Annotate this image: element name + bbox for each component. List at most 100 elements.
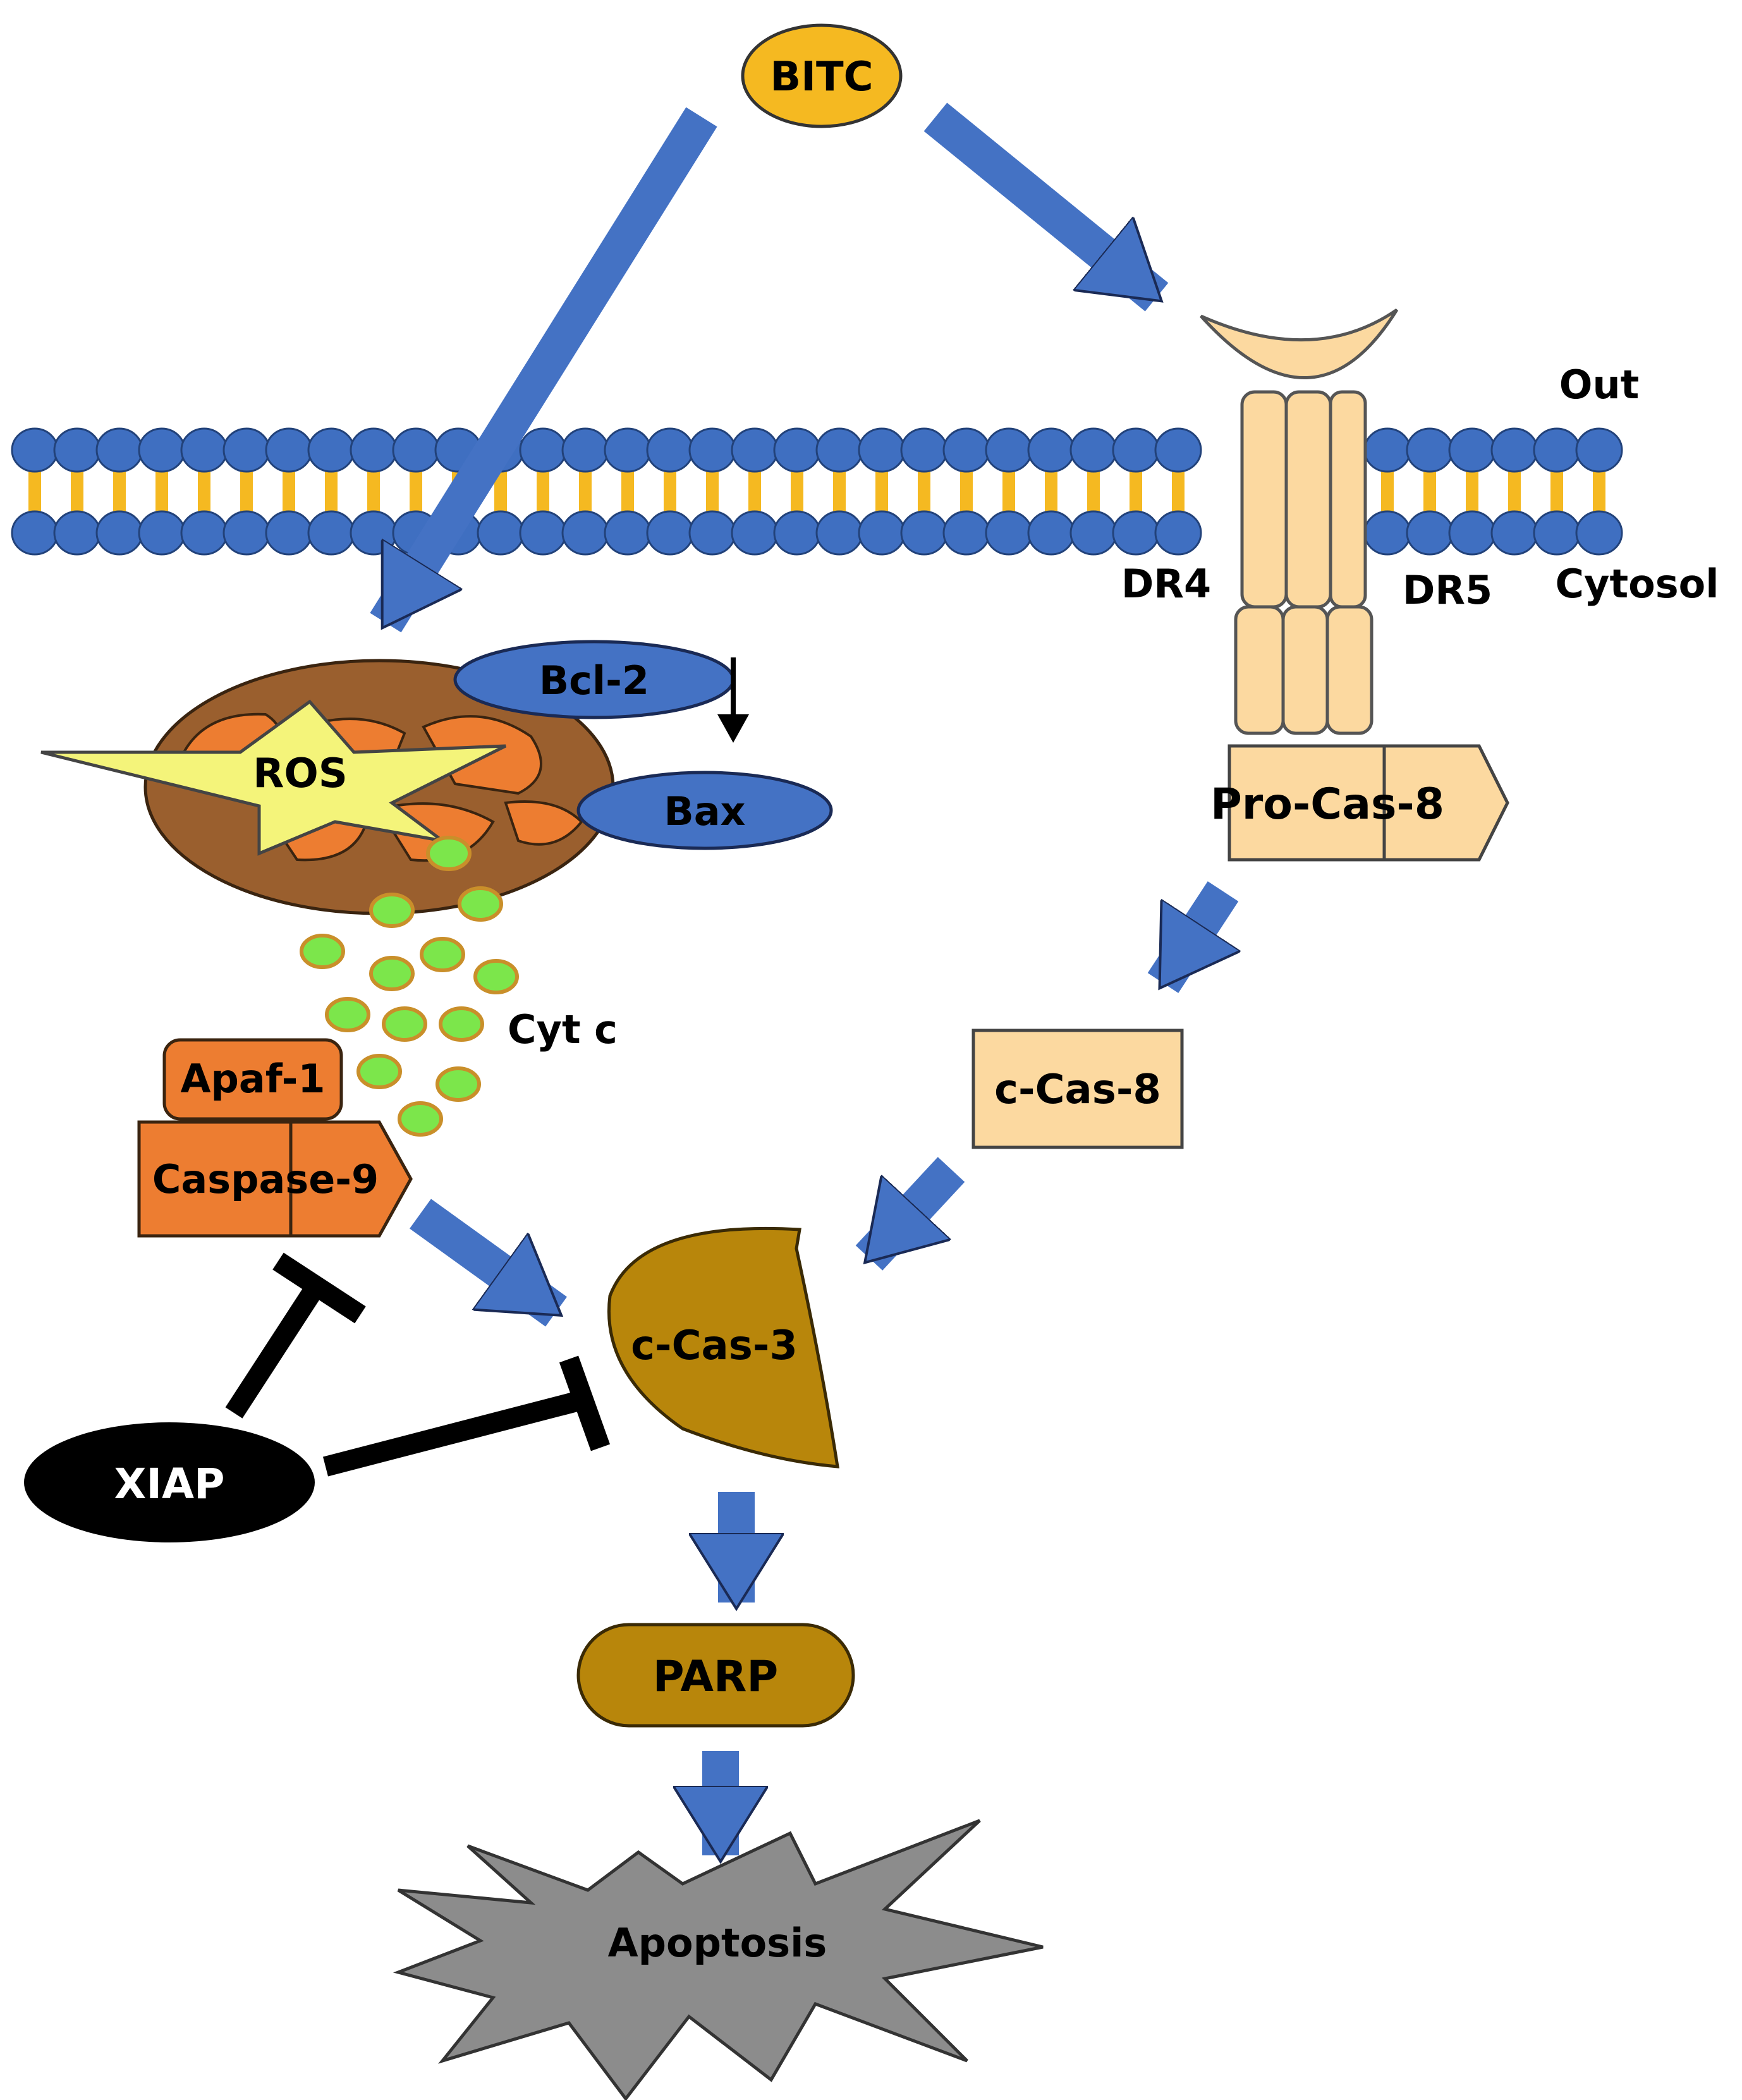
- lipid-head: [1490, 510, 1538, 556]
- lipid-head: [307, 510, 355, 556]
- c-cas-3-label: c-Cas-3: [631, 1322, 798, 1369]
- cell-membrane: [11, 427, 1623, 556]
- lipid-head: [1490, 427, 1538, 473]
- caspase-9: Caspase-9: [137, 1120, 413, 1238]
- lipid-head: [1533, 427, 1581, 473]
- lipid-head: [265, 427, 313, 473]
- membrane-lipid-heads: [11, 427, 1623, 556]
- lipid-head: [138, 427, 186, 473]
- cytochrome-c-dot: [369, 956, 415, 991]
- dr5-label: DR5: [1403, 567, 1492, 613]
- lipid-head: [222, 510, 271, 556]
- receptor-death-domain-1: [1234, 605, 1285, 735]
- lipid-head: [53, 510, 101, 556]
- ros-label: ROS: [253, 750, 348, 797]
- apoptosis-burst: Apoptosis: [393, 1819, 1044, 2100]
- cytochrome-c-dot: [426, 836, 472, 871]
- xiap: XIAP: [24, 1422, 315, 1542]
- xiap-label: XIAP: [114, 1460, 225, 1508]
- lipid-head: [180, 427, 228, 473]
- lipid-head: [11, 427, 59, 473]
- lipid-head: [646, 427, 694, 473]
- lipid-head: [1406, 510, 1454, 556]
- lipid-head: [985, 510, 1033, 556]
- cytochrome-c-dot: [473, 959, 519, 994]
- bitc-label: BITC: [770, 54, 873, 101]
- lipid-head: [858, 427, 906, 473]
- lipid-head: [942, 510, 990, 556]
- lipid-head: [95, 510, 143, 556]
- lipid-head: [519, 427, 567, 473]
- lipid-head: [1448, 510, 1496, 556]
- lipid-head: [815, 510, 863, 556]
- receptor-ligand-binding-cup: [1200, 308, 1399, 379]
- lipid-head: [265, 510, 313, 556]
- death-receptor-dr4-dr5: [1200, 308, 1399, 735]
- apoptosis-label: Apoptosis: [608, 1920, 827, 1966]
- receptor-death-domain-3: [1325, 605, 1374, 735]
- cytochrome-c-dot: [420, 937, 465, 972]
- lipid-head: [222, 427, 271, 473]
- lipid-head: [350, 427, 398, 473]
- receptor-transmembrane-segment-1: [1240, 390, 1288, 609]
- lipid-head: [1112, 510, 1160, 556]
- lipid-head: [1154, 510, 1202, 556]
- xiap-inhibits-c-cas-3: [322, 1355, 611, 1477]
- lipid-head: [604, 427, 652, 473]
- bcl-2: Bcl-2: [453, 640, 735, 719]
- lipid-head: [307, 427, 355, 473]
- lipid-head: [858, 510, 906, 556]
- cyt-c-label: Cyt c: [508, 1006, 618, 1053]
- lipid-head: [11, 510, 59, 556]
- lipid-head: [1069, 510, 1118, 556]
- ros-star-icon: [40, 699, 507, 856]
- receptor-death-domain-2: [1281, 605, 1329, 735]
- cytochrome-c-dot: [439, 1006, 484, 1042]
- bax: Bax: [576, 771, 833, 850]
- lipid-head: [561, 510, 609, 556]
- mitochondrion-crista-6: [504, 800, 583, 846]
- lipid-head: [180, 510, 228, 556]
- cytochrome-c-dot: [369, 893, 415, 928]
- cytochrome-c-dot: [300, 934, 345, 969]
- lipid-head: [688, 427, 736, 473]
- arrow-c-cas-8-to-c-cas-3: [855, 1157, 965, 1271]
- ros-burst: ROS: [40, 699, 507, 856]
- cytochrome-c-release: [300, 836, 519, 1137]
- lipid-head: [773, 427, 821, 473]
- pro-caspase-8: Pro-Cas-8: [1210, 744, 1509, 862]
- lipid-head: [1575, 510, 1623, 556]
- cytochrome-c-dot: [382, 1006, 427, 1042]
- lipid-head: [688, 510, 736, 556]
- cytochrome-c-dot: [356, 1054, 402, 1089]
- cytochrome-c-dot: [458, 886, 503, 922]
- lipid-head: [604, 510, 652, 556]
- bax-label: Bax: [664, 788, 745, 834]
- lipid-head: [53, 427, 101, 473]
- cytochrome-c-dot: [398, 1101, 443, 1137]
- lipid-head: [561, 427, 609, 473]
- parp-label: PARP: [653, 1652, 778, 1702]
- lipid-head: [646, 510, 694, 556]
- lipid-head: [1069, 427, 1118, 473]
- lipid-head: [1575, 427, 1623, 473]
- lipid-head: [1112, 427, 1160, 473]
- lipid-head: [392, 427, 440, 473]
- parp: PARP: [576, 1623, 855, 1728]
- cytochrome-c-dot: [325, 997, 370, 1032]
- lipid-head: [519, 510, 567, 556]
- pro-cas-8-label: Pro-Cas-8: [1210, 779, 1444, 829]
- c-cas-8-label: c-Cas-8: [994, 1066, 1161, 1113]
- lipid-head: [1027, 427, 1075, 473]
- cytosol-label: Cytosol: [1556, 561, 1719, 607]
- arrow-bitc-to-death-receptor: [923, 102, 1169, 312]
- lipid-head: [1363, 427, 1411, 473]
- lipid-head: [815, 427, 863, 473]
- lipid-head: [1027, 510, 1075, 556]
- xiap-inhibits-caspase-9: [225, 1252, 366, 1419]
- lipid-head: [942, 427, 990, 473]
- lipid-head: [731, 510, 779, 556]
- lipid-head: [1154, 427, 1202, 473]
- lipid-head: [900, 427, 948, 473]
